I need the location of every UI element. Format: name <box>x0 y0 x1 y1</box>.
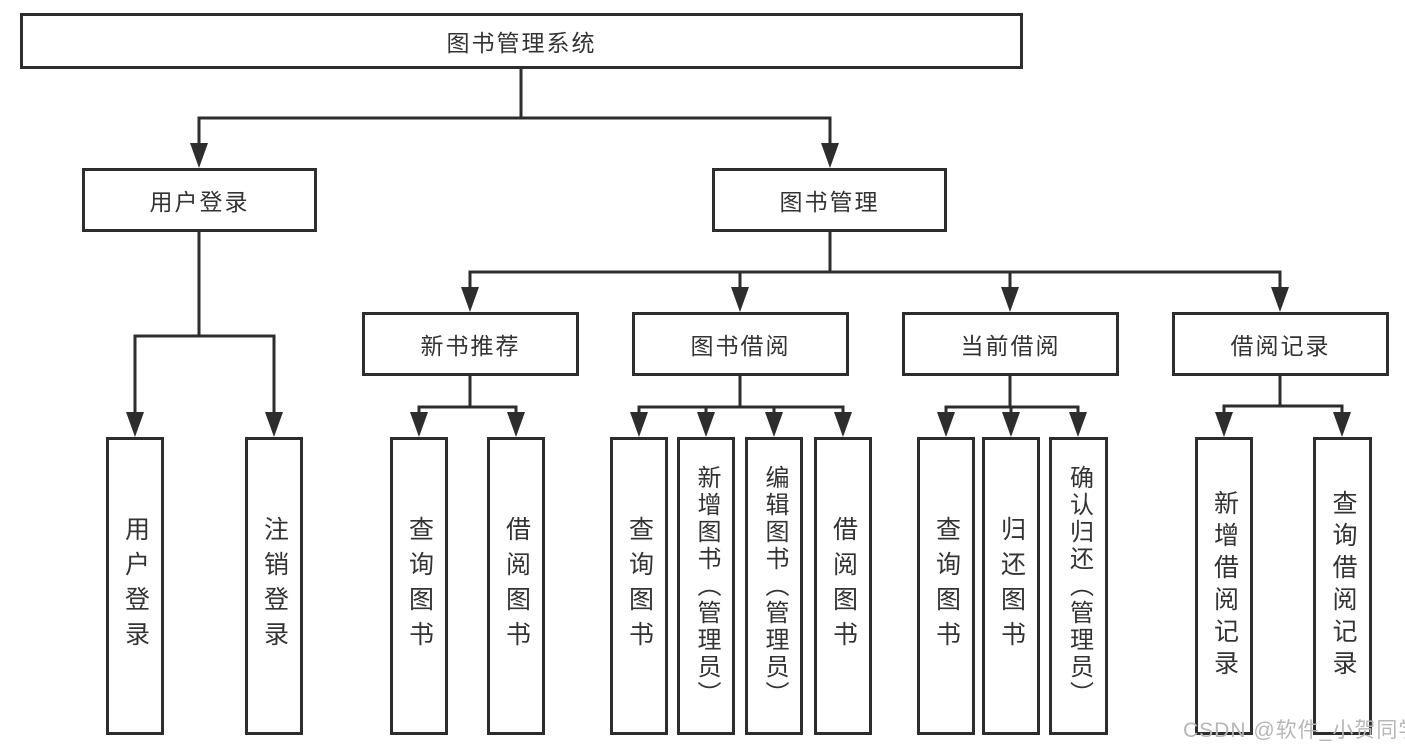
leaf-recommend-borrow-book: 借阅图书 <box>487 437 545 735</box>
leaf-recommend-query-book-label: 查询图书 <box>405 516 434 656</box>
leaf-current-confirm-return-admin: 确认归还（管理员） <box>1049 437 1108 735</box>
node-user-login: 用户登录 <box>82 168 317 232</box>
leaf-current-confirm-return-admin-label: 确认归还（管理员） <box>1065 464 1093 708</box>
watermark: CSDN @软件_小贺同学 <box>1183 719 1405 742</box>
leaf-current-return-book: 归还图书 <box>982 437 1040 735</box>
leaf-borrow-borrow-book: 借阅图书 <box>814 437 872 735</box>
leaf-borrow-edit-book-admin-label: 编辑图书（管理员） <box>761 464 788 708</box>
leaf-borrow-query-book: 查询图书 <box>610 437 668 735</box>
leaf-borrow-query-book-label: 查询图书 <box>625 516 654 656</box>
node-book-management: 图书管理 <box>712 168 947 232</box>
leaf-record-query-borrow-record: 查询借阅记录 <box>1313 437 1372 735</box>
leaf-recommend-borrow-book-label: 借阅图书 <box>502 516 531 656</box>
leaf-record-query-borrow-record-label: 查询借阅记录 <box>1329 490 1357 682</box>
leaf-borrow-edit-book-admin: 编辑图书（管理员） <box>745 437 803 735</box>
leaf-user-login: 用户登录 <box>106 437 164 735</box>
leaf-record-add-borrow-record: 新增借阅记录 <box>1195 437 1253 735</box>
leaf-logout-login-label: 注销登录 <box>260 516 289 656</box>
connector-userlogin-to-leaves <box>126 232 283 437</box>
connector-root-to-level2 <box>190 69 839 168</box>
leaf-logout-login: 注销登录 <box>245 437 303 735</box>
leaf-borrow-add-book-admin-label: 新增图书（管理员） <box>693 464 720 708</box>
node-current-borrow: 当前借阅 <box>902 312 1119 376</box>
connector-newbookrec-to-leaves <box>410 376 525 437</box>
connector-bookmgmt-to-level3 <box>461 232 1289 312</box>
leaf-borrow-borrow-book-label: 借阅图书 <box>829 516 858 656</box>
leaf-current-return-book-label: 归还图书 <box>997 516 1026 656</box>
node-new-book-recommend: 新书推荐 <box>362 312 579 376</box>
leaf-current-query-book: 查询图书 <box>917 437 975 735</box>
node-library-management-system: 图书管理系统 <box>20 13 1023 69</box>
connector-currentborrow-to-leaves <box>937 376 1087 437</box>
node-borrow-record: 借阅记录 <box>1172 312 1389 376</box>
leaf-record-add-borrow-record-label: 新增借阅记录 <box>1210 490 1239 682</box>
leaf-recommend-query-book: 查询图书 <box>390 437 448 735</box>
leaf-current-query-book-label: 查询图书 <box>932 516 961 656</box>
connector-borrowrecord-to-leaves <box>1215 376 1351 437</box>
leaf-user-login-label: 用户登录 <box>121 516 150 656</box>
node-book-borrow: 图书借阅 <box>632 312 849 376</box>
leaf-borrow-add-book-admin: 新增图书（管理员） <box>677 437 735 735</box>
connector-bookborrow-to-leaves <box>630 376 852 437</box>
